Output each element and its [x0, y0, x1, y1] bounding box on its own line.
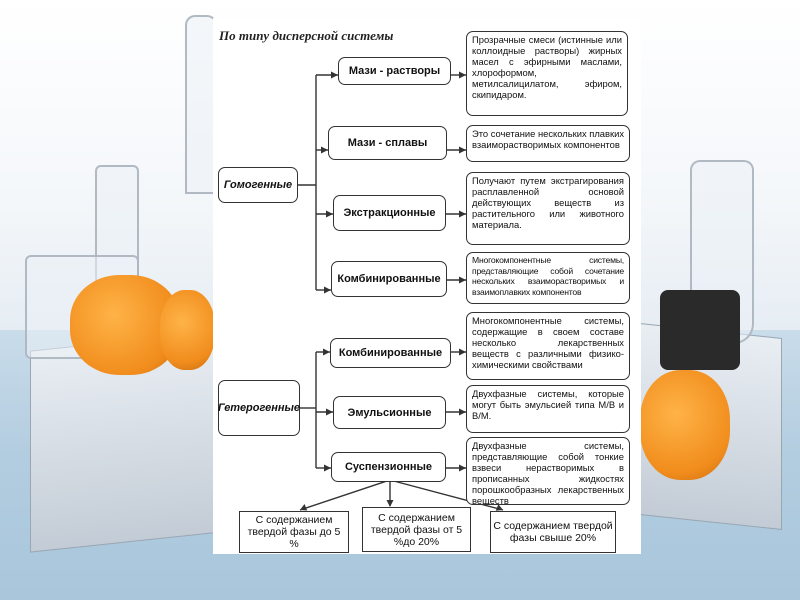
desc-suspension: Двухфазные системы, представляющие собой…	[466, 437, 630, 505]
desc-text: Это сочетание нескольких плавких взаимор…	[472, 128, 625, 150]
homogeneous-box: Гомогенные	[218, 167, 298, 203]
category-combined-homogeneous: Комбинированные	[331, 261, 447, 297]
category-extraction: Экстракционные	[333, 195, 446, 231]
suspension-type-1: С содержанием твердой фазы до 5 %	[239, 511, 349, 553]
desc-extraction: Получают путем экстрагирования расплавле…	[466, 172, 630, 245]
category-emulsion: Эмульсионные	[333, 396, 446, 429]
desc-ointment-alloys: Это сочетание нескольких плавких взаимор…	[466, 125, 630, 162]
right-dark-container	[660, 290, 740, 370]
desc-emulsion: Двухфазные системы, которые могут быть э…	[466, 385, 630, 433]
diagram-title: По типу дисперсной системы	[219, 28, 394, 43]
category-ointment-alloys: Мази - сплавы	[328, 126, 447, 160]
suspension-type-3: С содержанием твердой фазы свыше 20%	[490, 511, 616, 553]
desc-text: Многокомпонентные системы, содержащие в …	[472, 315, 624, 370]
desc-text: Получают путем экстрагирования расплавле…	[472, 175, 624, 230]
category-suspension: Суспензионные	[331, 452, 446, 482]
desc-ointment-solutions: Прозрачные смеси (истинные или коллоидны…	[466, 31, 628, 116]
desc-text: Многокомпонентные системы, представляющи…	[472, 255, 624, 297]
desc-text: Двухфазные системы, которые могут быть э…	[472, 388, 624, 421]
suspension-type-2: С содержанием твердой фазы от 5 %до 20%	[362, 507, 471, 552]
desc-combined-heterogeneous: Многокомпонентные системы, содержащие в …	[466, 312, 630, 380]
heterogeneous-box: Гетерогенные	[218, 380, 300, 436]
left-orange-liquid-2	[160, 290, 215, 370]
right-orange-liquid	[640, 370, 730, 480]
category-combined-heterogeneous: Комбинированные	[330, 338, 451, 368]
desc-text: Прозрачные смеси (истинные или коллоидны…	[472, 34, 622, 100]
desc-combined-homogeneous: Многокомпонентные системы, представляющи…	[466, 252, 630, 304]
desc-text: Двухфазные системы, представляющие собой…	[472, 440, 624, 505]
category-ointment-solutions: Мази - растворы	[338, 57, 451, 85]
